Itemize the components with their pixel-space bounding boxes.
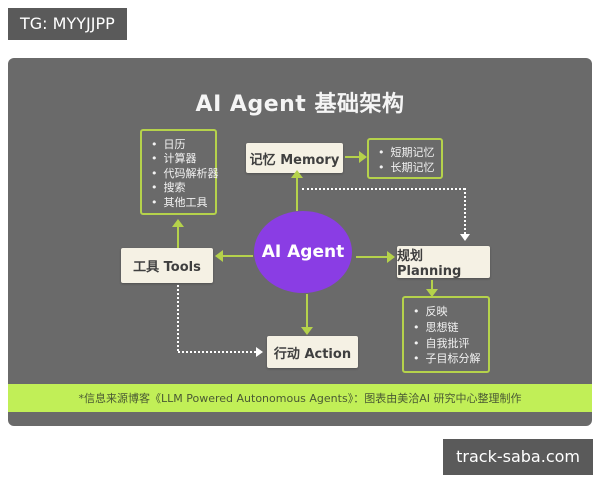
arrow-right-icon <box>256 347 263 357</box>
arrow-down-icon <box>460 234 470 241</box>
list-item: 自我批评 <box>413 336 488 352</box>
list-item: 搜索 <box>151 181 215 195</box>
action-node: 行动 Action <box>267 336 358 368</box>
dotted-tools-to-action-h <box>178 351 256 353</box>
arrow-agent-to-memory-line <box>296 177 298 211</box>
watermark-tg-badge: TG: MYYJJPP <box>8 8 127 40</box>
planning-techniques-list: 反映 思想链 自我批评 子目标分解 <box>413 304 488 367</box>
diagram-title: AI Agent 基础架构 <box>195 92 405 117</box>
planning-node: 规划 Planning <box>397 246 490 279</box>
arrow-tools-to-toollist-line <box>177 226 179 248</box>
list-item: 短期记忆 <box>378 145 441 160</box>
arrow-agent-to-tools-line <box>223 255 253 257</box>
memory-types-box: 短期记忆 长期记忆 <box>367 138 443 179</box>
dotted-memory-to-planning-v <box>464 188 466 234</box>
memory-types-list: 短期记忆 长期记忆 <box>378 145 441 175</box>
arrow-agent-to-planning-line <box>356 256 388 258</box>
arrow-down-icon <box>301 327 313 335</box>
arrow-right-icon <box>359 151 367 163</box>
planning-techniques-box: 反映 思想链 自我批评 子目标分解 <box>402 296 490 373</box>
arrow-up-icon <box>291 170 303 178</box>
arrow-memory-to-memorylist-line <box>345 156 361 158</box>
tool-examples-box: 日历 计算器 代码解析器 搜索 其他工具 <box>140 129 219 215</box>
tool-examples-list: 日历 计算器 代码解析器 搜索 其他工具 <box>151 138 219 210</box>
list-item: 思想链 <box>413 320 488 336</box>
arrow-left-icon <box>215 250 223 262</box>
dotted-memory-to-planning-h <box>302 188 465 190</box>
arrow-down-icon <box>426 289 438 297</box>
arrow-up-icon <box>172 219 184 227</box>
memory-node: 记忆 Memory <box>246 143 343 173</box>
arrow-planning-to-planlist-line <box>431 280 433 290</box>
list-item: 计算器 <box>151 152 215 166</box>
arrow-agent-to-action-line <box>306 294 308 328</box>
list-item: 子目标分解 <box>413 351 488 367</box>
ai-agent-ellipse: AI Agent <box>254 211 352 293</box>
arrow-right-icon <box>387 251 395 263</box>
watermark-site-badge: track-saba.com <box>443 439 593 475</box>
dotted-tools-to-action-v <box>177 285 179 351</box>
tools-node: 工具 Tools <box>121 248 213 283</box>
list-item: 日历 <box>151 138 215 152</box>
list-item: 反映 <box>413 304 488 320</box>
list-item: 代码解析器 <box>151 167 219 181</box>
list-item: 其他工具 <box>151 196 215 210</box>
list-item: 长期记忆 <box>378 160 441 175</box>
source-footnote-bar: *信息来源博客《LLM Powered Autonomous Agents》：图… <box>8 384 592 412</box>
